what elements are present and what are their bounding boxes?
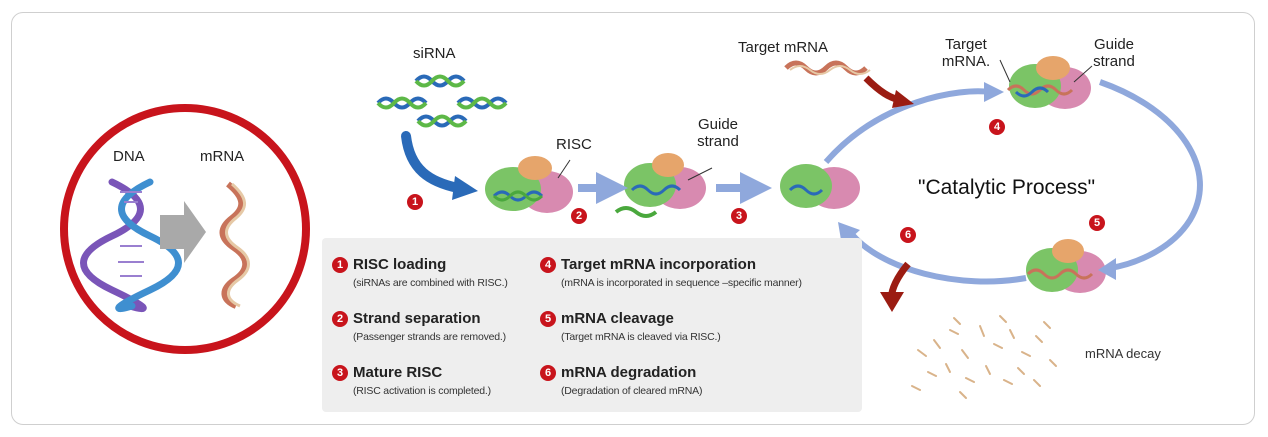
step-description: (Degradation of cleared mRNA)	[561, 385, 703, 397]
mrna-strand-icon	[219, 181, 250, 309]
step-number: 6	[540, 364, 556, 381]
step-title: mRNA cleavage	[561, 310, 674, 327]
step-3: 3 Mature RISC (RISC activation is complet…	[332, 364, 491, 397]
badge-step-4: 4	[989, 119, 1005, 135]
degradation-arrow-icon	[880, 261, 911, 312]
step-5: 5 mRNA cleavage (Target mRNA is cleaved v…	[540, 310, 721, 343]
step-number: 2	[332, 310, 348, 327]
step-description: (Target mRNA is cleaved via RISC.)	[561, 331, 721, 343]
mrna-label: mRNA	[200, 148, 245, 165]
dna-double-helix-icon	[80, 178, 182, 313]
sirna-label: siRNA	[413, 45, 456, 62]
dna-label: DNA	[113, 148, 145, 165]
target-mrna-label: Target mRNA	[738, 39, 829, 56]
step-title: Target mRNA incorporation	[561, 256, 757, 273]
badge-step-1: 1	[407, 194, 423, 210]
step-description: (siRNAs are combined with RISC.)	[353, 277, 508, 289]
mrna-decay-fragments-icon	[911, 315, 1057, 399]
step-4: 4 Target mRNA incorporation (mRNA is inco…	[540, 256, 802, 289]
step-title: mRNA degradation	[561, 364, 697, 381]
step-title: Strand separation	[353, 310, 481, 327]
step-description: (RISC activation is completed.)	[353, 385, 491, 397]
badge-step-2: 2	[571, 208, 587, 224]
step-1: 1 RISC loading (siRNAs are combined with …	[332, 256, 508, 289]
transcription-arrow-icon	[160, 201, 206, 263]
badge-step-3: 3	[731, 208, 747, 224]
catalytic-cycle-arrows	[823, 79, 1203, 285]
badge-step-5: 5	[1089, 215, 1105, 231]
target-incorporation-arrow-icon	[863, 75, 914, 108]
risc-loading-arrow-icon	[401, 131, 478, 200]
sirna-duplexes-icon	[376, 74, 508, 128]
figure-frame	[11, 12, 1255, 425]
step-title: Mature RISC	[353, 364, 443, 381]
catalytic-process-title: "Catalytic Process"	[918, 176, 1096, 199]
risc-complex-1	[485, 156, 573, 213]
risc-complex-3	[780, 164, 860, 209]
step-number: 3	[332, 364, 348, 381]
risc-complex-4	[999, 56, 1093, 109]
step-number: 4	[540, 256, 556, 273]
risc-complex-5	[1026, 239, 1106, 293]
step-description: (Passenger strands are removed.)	[353, 331, 506, 343]
step-title: RISC loading	[353, 256, 447, 273]
step-description: (mRNA is incorporated in sequence –speci…	[561, 277, 802, 289]
steps-legend-panel: 1 RISC loading (siRNAs are combined with …	[322, 238, 862, 412]
target-mrna-strand-icon	[784, 60, 871, 76]
mrna-decay-label: mRNA decay	[1085, 346, 1161, 361]
step-number: 1	[332, 256, 348, 273]
step-2: 2 Strand separation (Passenger strands ar…	[332, 310, 506, 343]
step-6: 6 mRNA degradation (Degradation of cleare…	[540, 364, 702, 397]
risc-complex-2	[614, 153, 713, 218]
badge-step-6: 6	[900, 227, 916, 243]
risc-label: RISC	[556, 136, 592, 153]
step-number: 5	[540, 310, 556, 327]
